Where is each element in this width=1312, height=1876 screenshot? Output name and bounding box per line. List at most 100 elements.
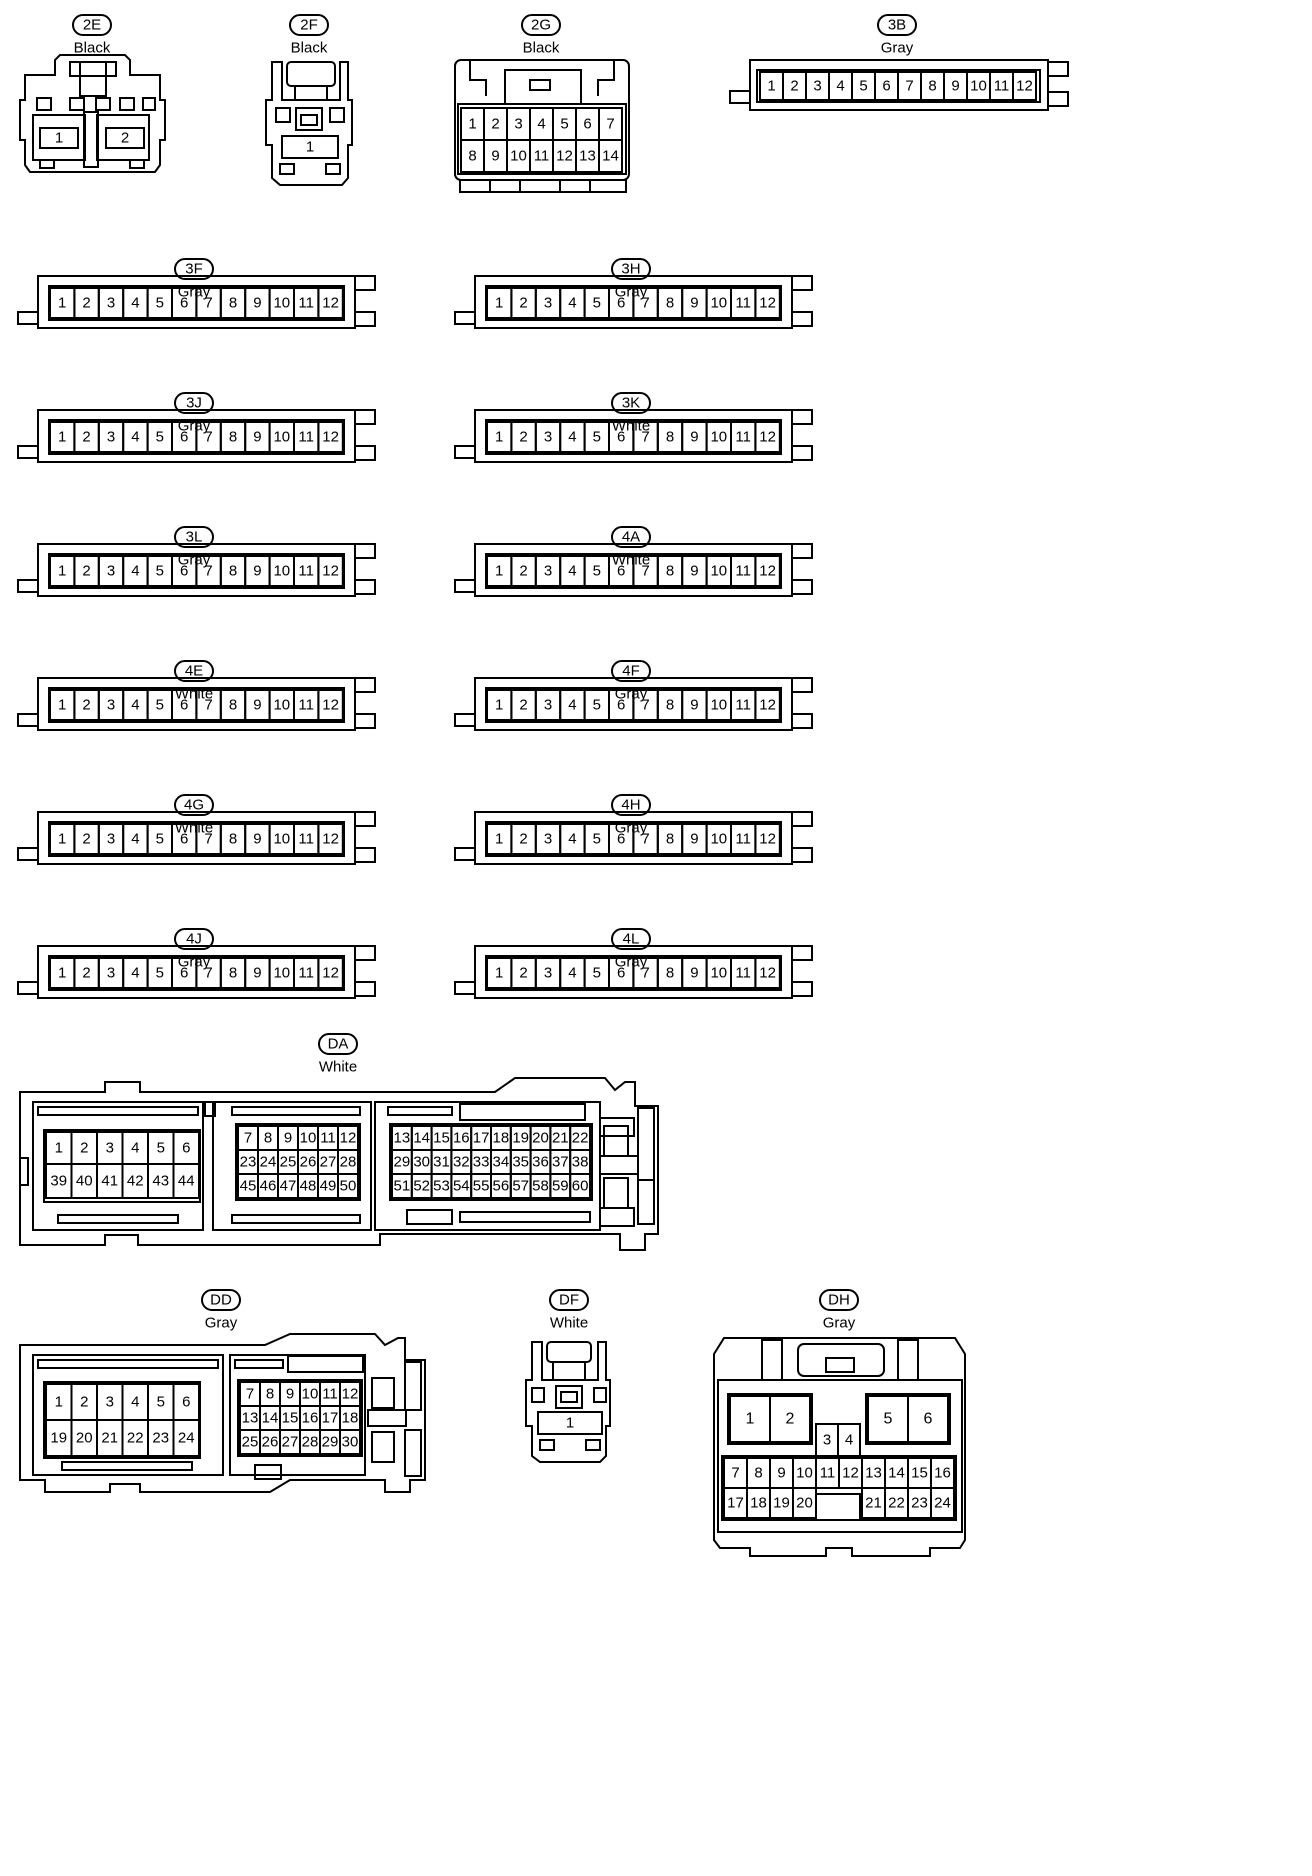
pin-number: 4 — [836, 78, 844, 95]
pin-number: 30 — [413, 1154, 430, 1171]
pin-number: 4 — [845, 1432, 853, 1449]
pin-number: 10 — [710, 563, 727, 580]
pin-number: 5 — [593, 831, 601, 848]
pin-number: 7 — [204, 965, 212, 982]
connector-code: 3K — [622, 395, 640, 412]
pin-number: 1 — [58, 965, 66, 982]
pin-number: 8 — [264, 1130, 272, 1147]
pin-number: 24 — [260, 1154, 277, 1171]
pin-number: 9 — [690, 563, 698, 580]
pin-number: 3 — [514, 116, 522, 133]
connector-code-badge — [174, 660, 214, 682]
connector-code: 3L — [186, 529, 203, 546]
pin-number: 11 — [994, 78, 1010, 95]
pin-number: 11 — [298, 563, 314, 580]
pin-number: 1 — [58, 563, 66, 580]
pin-number: 17 — [322, 1410, 339, 1427]
pin-number: 4 — [131, 295, 139, 312]
pin-number: 2 — [82, 563, 90, 580]
pin-cell — [537, 1411, 603, 1435]
pin-number: 9 — [690, 831, 698, 848]
pin-number: 4 — [568, 295, 576, 312]
pin-number: 32 — [453, 1154, 470, 1171]
pin-cell — [930, 1487, 955, 1519]
pin-number: 1 — [468, 116, 476, 133]
pin-number: 6 — [617, 429, 625, 446]
connector-code: 4L — [623, 931, 640, 948]
pin-number: 16 — [302, 1410, 319, 1427]
pin-number: 5 — [156, 831, 164, 848]
pin-number: 5 — [593, 429, 601, 446]
pin-number: 4 — [568, 965, 576, 982]
pin-cell — [754, 555, 781, 587]
pin-number: 1 — [58, 429, 66, 446]
pin-number: 14 — [602, 148, 619, 165]
pin-number: 56 — [493, 1178, 510, 1195]
connector-color: Gray — [881, 40, 914, 57]
connector-code: DF — [559, 1292, 579, 1309]
pin-number: 1 — [495, 697, 503, 714]
pin-number: 6 — [882, 78, 890, 95]
pin-number: 7 — [244, 1130, 252, 1147]
pin-number: 10 — [273, 295, 290, 312]
pin-number: 12 — [342, 1386, 359, 1403]
connector-code: 2F — [300, 17, 318, 34]
pin-number: 12 — [759, 563, 776, 580]
pin-number: 6 — [617, 697, 625, 714]
pin-number: 28 — [302, 1434, 319, 1451]
pin-number: 7 — [731, 1465, 739, 1482]
pin-number: 34 — [493, 1154, 510, 1171]
pin-number: 2 — [519, 295, 527, 312]
pin-number: 29 — [322, 1434, 339, 1451]
pin-number: 3 — [107, 965, 115, 982]
pin-number: 10 — [300, 1130, 317, 1147]
pin-number: 5 — [560, 116, 568, 133]
pin-number: 24 — [178, 1430, 195, 1447]
pin-number: 33 — [473, 1154, 490, 1171]
pin-number: 54 — [453, 1178, 470, 1195]
connector-code: 3B — [888, 17, 906, 34]
pin-number: 29 — [394, 1154, 411, 1171]
pin-number: 14 — [413, 1130, 430, 1147]
pin-number: 9 — [951, 78, 959, 95]
pin-cell — [317, 287, 344, 319]
pin-number: 8 — [666, 429, 674, 446]
pin-number: 1 — [767, 78, 775, 95]
connector-code-badge — [201, 1289, 241, 1311]
pin-number: 4 — [131, 429, 139, 446]
pin-number: 11 — [735, 295, 751, 312]
pin-number: 3 — [544, 295, 552, 312]
pin-number: 12 — [322, 965, 339, 982]
pin-number: 45 — [240, 1178, 257, 1195]
pin-number: 12 — [322, 697, 339, 714]
pin-number: 6 — [617, 831, 625, 848]
pin-number: 9 — [690, 429, 698, 446]
pin-cell — [769, 1395, 811, 1443]
pin-number: 6 — [617, 965, 625, 982]
pin-number: 3 — [544, 965, 552, 982]
pin-number: 11 — [735, 965, 751, 982]
pin-number: 1 — [495, 429, 503, 446]
pin-number: 5 — [156, 295, 164, 312]
pin-number: 8 — [229, 295, 237, 312]
pin-number: 10 — [273, 429, 290, 446]
pin-cell — [317, 957, 344, 989]
pin-number: 16 — [934, 1465, 951, 1482]
pin-number: 30 — [342, 1434, 359, 1451]
pin-number: 8 — [666, 295, 674, 312]
pin-number: 11 — [320, 1130, 336, 1147]
pin-number: 2 — [82, 965, 90, 982]
pin-number: 21 — [552, 1130, 569, 1147]
pin-number: 2 — [82, 831, 90, 848]
pin-number: 2 — [121, 130, 129, 147]
pin-number: 11 — [735, 563, 751, 580]
pin-number: 7 — [204, 831, 212, 848]
